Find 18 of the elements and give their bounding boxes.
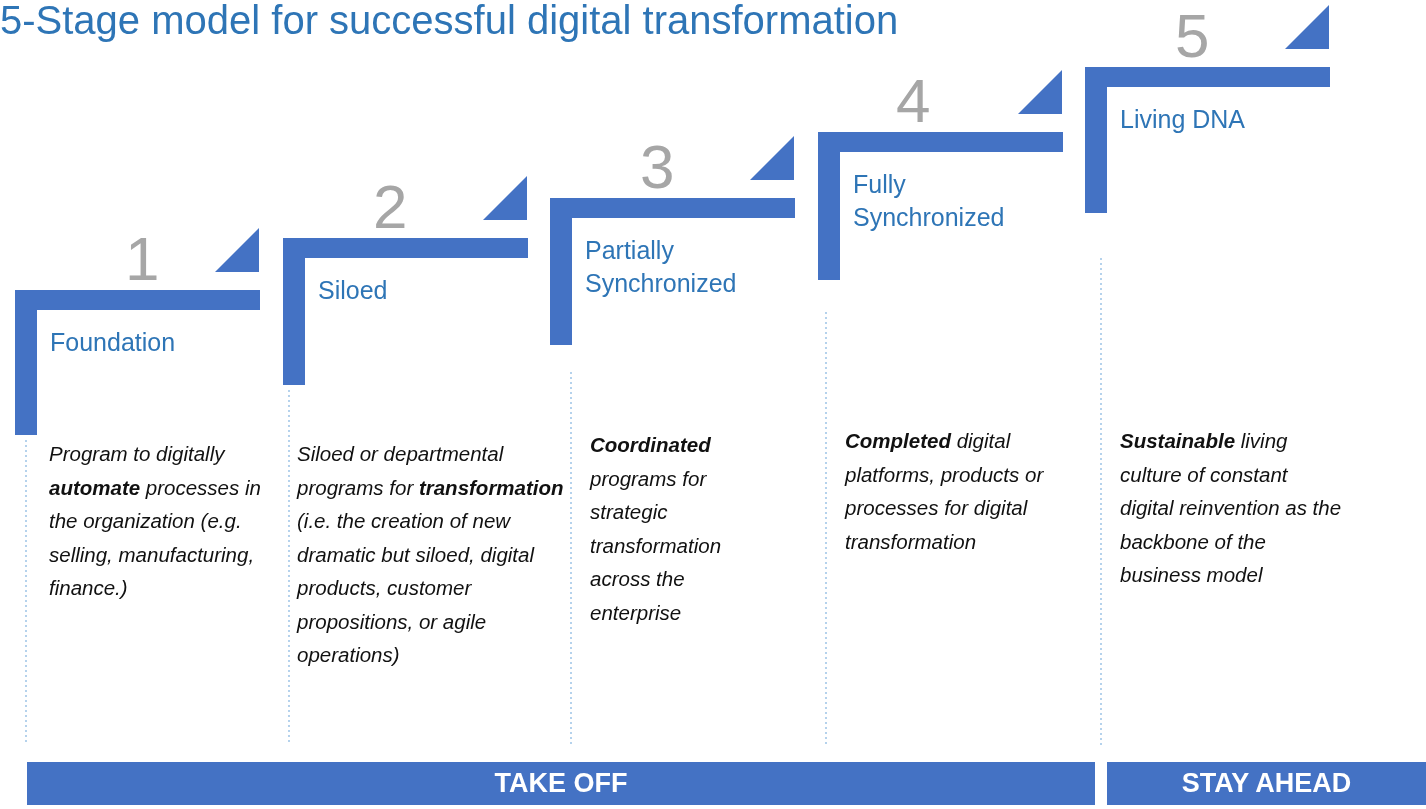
stage-name: Foundation (50, 327, 177, 358)
stage-name: Partially Synchronized (585, 235, 738, 299)
stage-description: Coordinated programs for strategic transformation across the enterprise (590, 432, 723, 626)
stage-description: Completed digital platforms, products or processes for digital transformation (845, 428, 1045, 555)
stage-name: Fully Synchronized (853, 169, 1006, 233)
phase-band: TAKE OFF (27, 762, 1095, 805)
phase-band: STAY AHEAD (1107, 762, 1426, 805)
stage-name: Siloed (318, 275, 389, 306)
stage-name: Living DNA (1120, 104, 1247, 135)
title: 5-Stage model for successful digital transformation (0, 0, 899, 43)
stage-description: Sustainable living culture of constant digital reinvention as the backbone of the business model (1120, 428, 1343, 588)
stage-number: 2 (373, 176, 408, 238)
stage-number: 1 (125, 228, 160, 290)
stage-description: Program to digitally automate processes in the organization (e.g. selling, manufacturing, finance.) (49, 441, 262, 601)
stage-description: Siloed or departmental programs for transformation (i.e. the creation of new dramatic but siloed, digital products, customer propositions, or agile operations) (297, 441, 565, 668)
stage-number: 3 (640, 136, 675, 198)
stage-number: 4 (896, 70, 931, 132)
stage-number: 5 (1175, 5, 1210, 67)
